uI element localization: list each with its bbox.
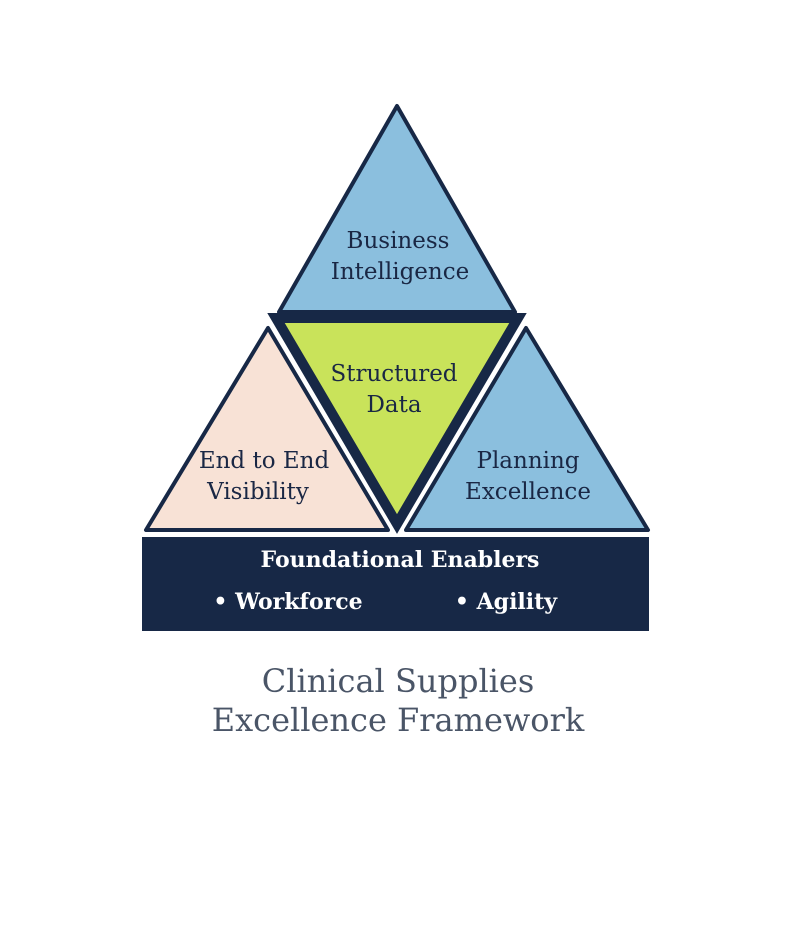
base-title: Foundational Enablers (261, 547, 540, 573)
center-triangle-structured-data (267, 313, 527, 534)
left-label-line1: End to End (199, 448, 330, 474)
caption-line1: Clinical Supplies (261, 662, 535, 700)
center-label-line2: Data (366, 392, 421, 418)
base-item-workforce: • Workforce (213, 589, 362, 615)
right-label-line1: Planning (476, 448, 579, 474)
top-triangle-business-intelligence (277, 104, 517, 314)
top-label-line2: Intelligence (331, 259, 469, 285)
center-label-line1: Structured (330, 361, 457, 387)
right-triangle-planning-excellence (404, 326, 650, 532)
base-item-agility: • Agility (455, 589, 558, 615)
framework-caption: Clinical Supplies Excellence Framework (0, 662, 796, 740)
right-label-line2: Excellence (465, 479, 591, 505)
left-triangle-end-to-end-visibility (144, 326, 390, 532)
top-label-line1: Business (347, 228, 450, 254)
caption-line2: Excellence Framework (211, 701, 585, 739)
left-label-line2: Visibility (206, 479, 309, 505)
foundational-enablers-bar (142, 537, 649, 631)
